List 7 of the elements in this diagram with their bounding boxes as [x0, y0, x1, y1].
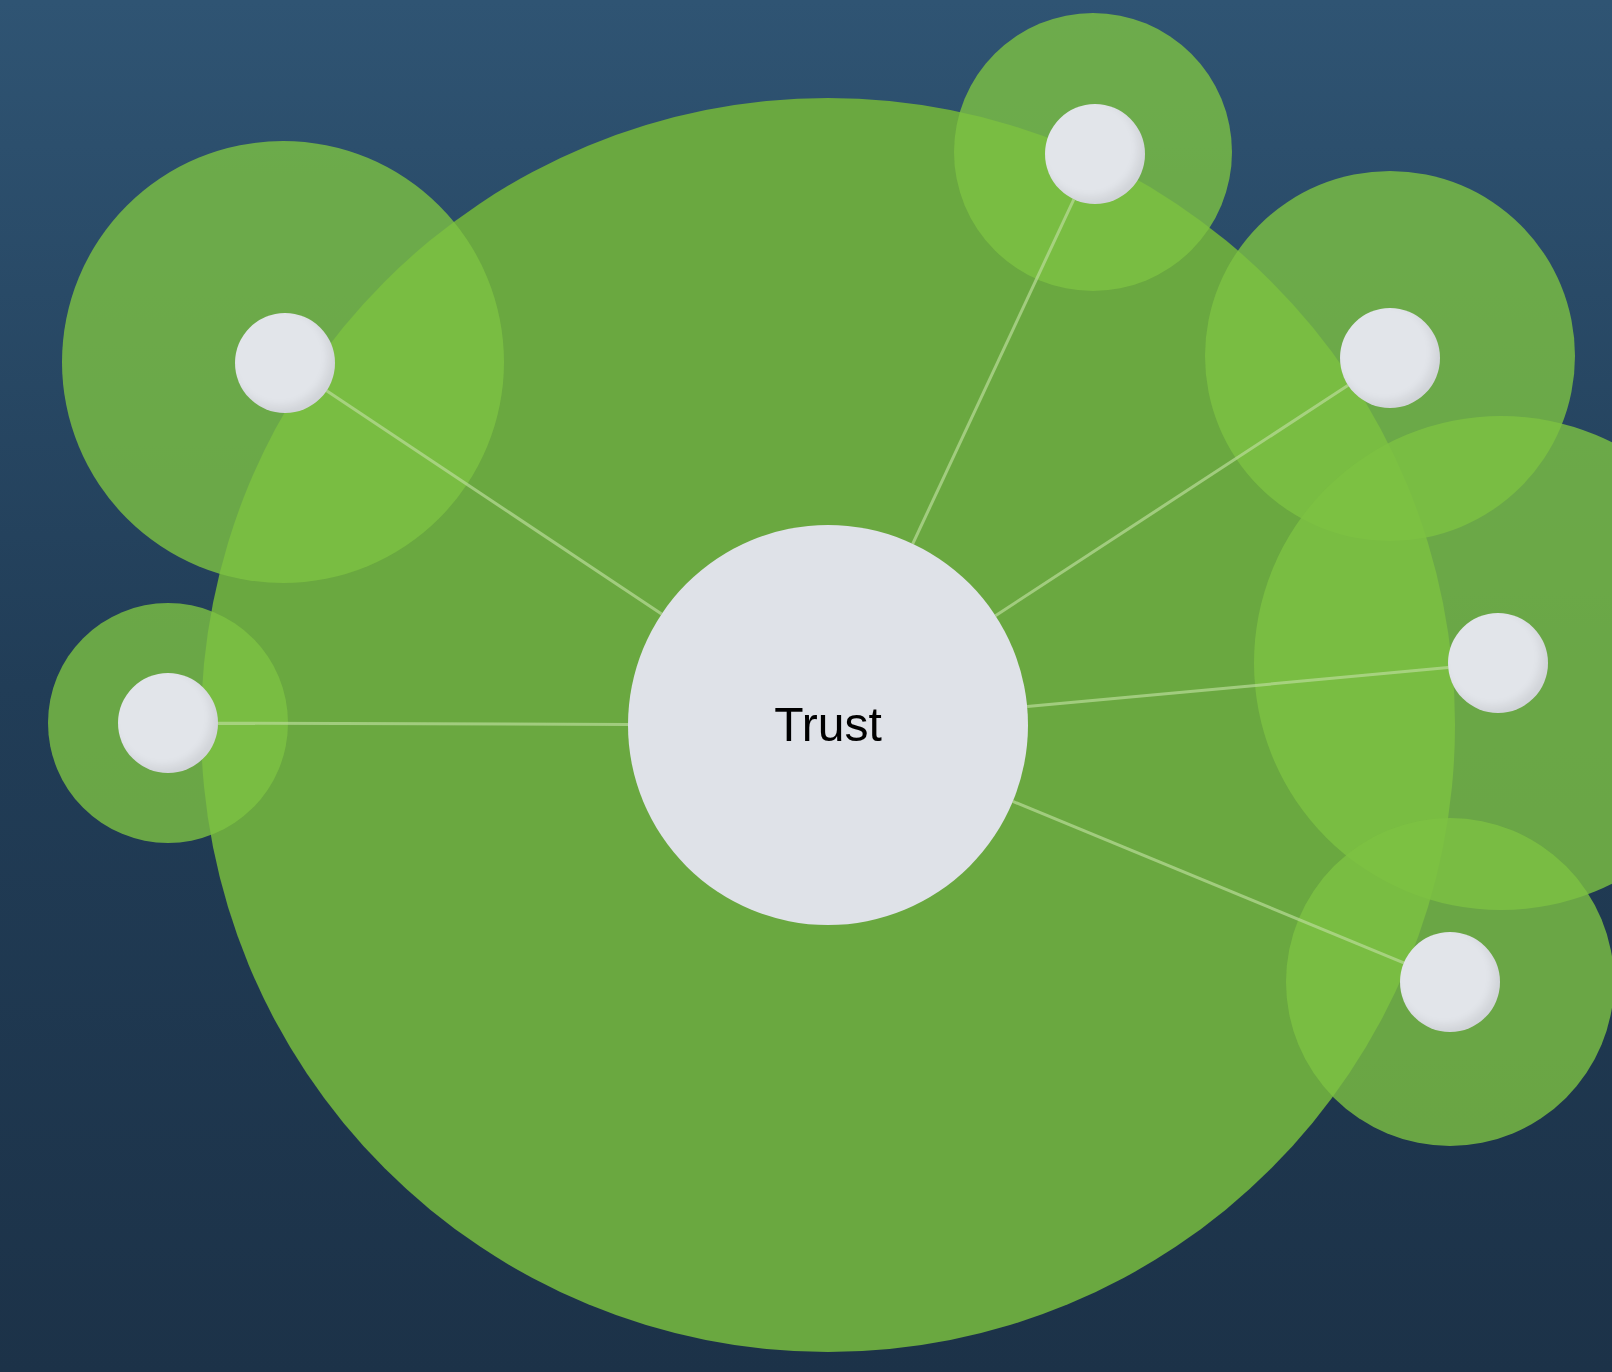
connector-line — [1027, 666, 1449, 709]
connector-line — [218, 721, 628, 726]
connector-line — [1012, 800, 1405, 965]
center-label: Trust — [774, 697, 882, 753]
connector-line — [911, 198, 1076, 545]
connector-line — [325, 389, 663, 616]
connector-line — [994, 384, 1349, 617]
